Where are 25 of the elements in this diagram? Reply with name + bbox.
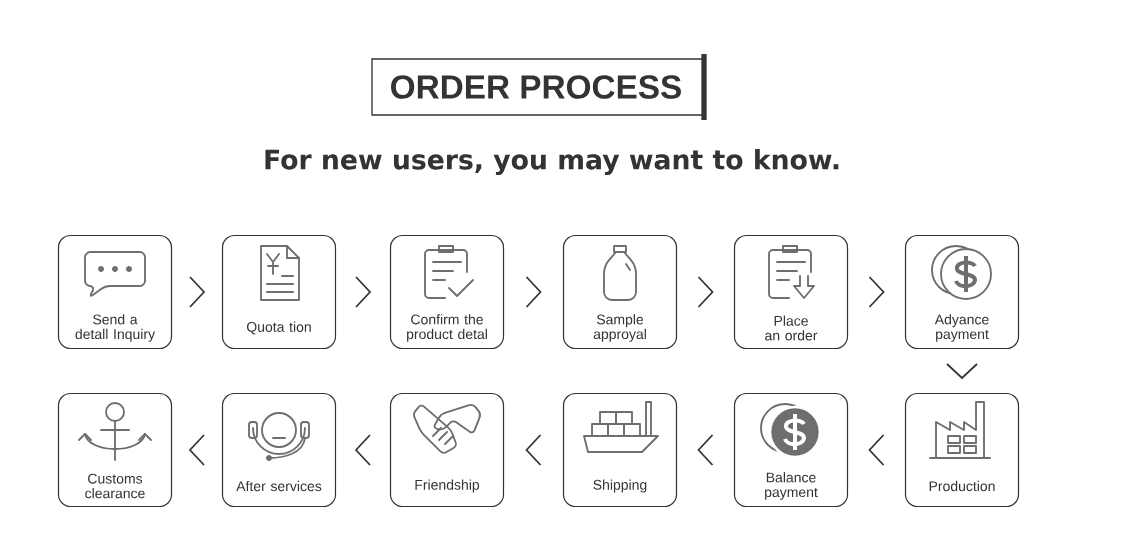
chevron-arrow	[868, 434, 885, 466]
step-box: After services	[221, 392, 337, 508]
step-box: Place an order	[733, 234, 849, 350]
step-box: Adyance payment	[904, 234, 1020, 350]
step-box: Friendship	[389, 392, 505, 508]
title-box: ORDER PROCESS	[371, 54, 707, 120]
chevron-arrow	[525, 276, 542, 308]
chevron-arrow	[525, 434, 542, 466]
step-box: Production	[904, 392, 1020, 508]
chevron-arrow	[189, 276, 206, 308]
chevron-arrow	[946, 363, 978, 380]
step-box: Send a detall Inquiry	[57, 234, 173, 350]
step-box: Quota tion	[221, 234, 337, 350]
chevron-arrow	[868, 276, 885, 308]
chevron-arrow	[354, 434, 371, 466]
step-box: Balance payment	[733, 392, 849, 508]
step-box: Customs clearance	[57, 392, 173, 508]
chevron-arrow	[697, 276, 714, 308]
chevron-arrow	[697, 434, 714, 466]
step-box: Sample approyal	[562, 234, 678, 350]
subtitle: For new users, you may want to know.	[265, 149, 839, 175]
chevron-arrow	[188, 434, 205, 466]
step-box: Confirm the product detal	[389, 234, 505, 350]
chevron-arrow	[355, 276, 372, 308]
step-box: Shipping	[562, 392, 678, 508]
